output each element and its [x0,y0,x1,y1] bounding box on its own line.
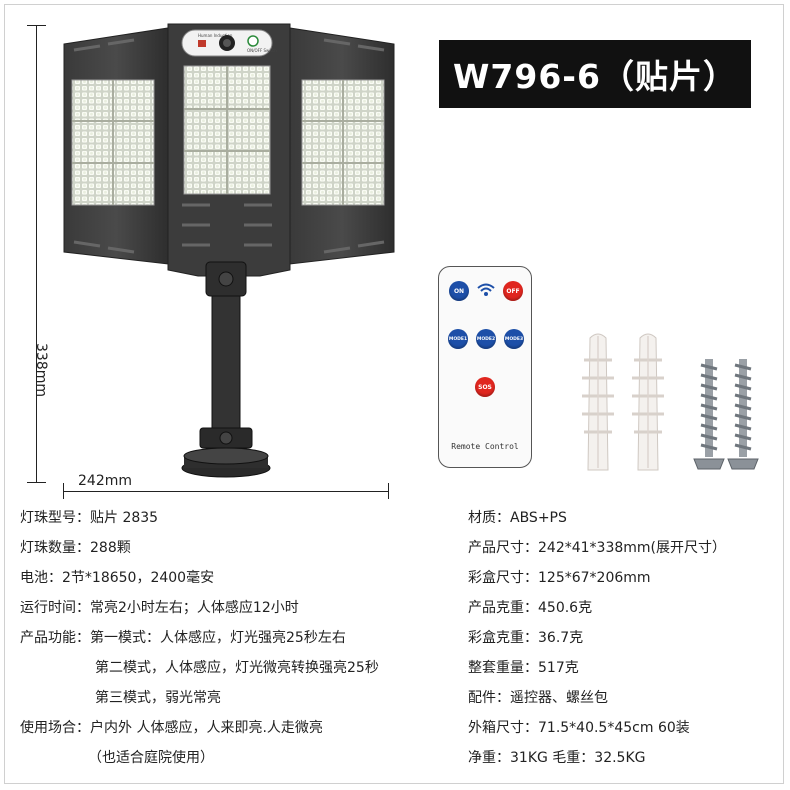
remote-mode1-button[interactable]: MODE1 [448,329,468,349]
height-dimension-tick-bottom [27,482,46,483]
screw-right [727,359,759,470]
solar-lamp-image: Human Induction ON/OFF Switch [63,23,395,478]
height-dimension-tick-top [27,25,46,26]
spec-row: 使用场合：户内外 人体感应，人来即亮.人走微亮 [20,720,323,736]
spec-row: 产品功能：第一模式：人体感应，灯光强亮25秒左右 [20,630,346,646]
left-wing-panel [63,27,169,265]
spec-row: 第三模式，弱光常亮 [95,690,221,706]
height-dimension-label: 338mm [33,343,49,397]
remote-mode3-button[interactable]: MODE3 [504,329,524,349]
spec-row: 电池：2节*18650，2400毫安 [20,570,215,586]
spec-row: 配件：遥控器、螺丝包 [468,690,608,706]
mounting-bracket [181,261,271,478]
model-title: W796-6（贴片） [439,40,751,108]
screw-left [693,359,725,470]
remote-on-button[interactable]: ON [449,281,469,301]
spec-row: 灯珠数量：288颗 [20,540,131,556]
remote-control: ON OFF MODE1 MODE2 MODE3 SOS Remote Cont… [438,266,532,468]
width-dimension-tick-right [388,483,389,499]
spec-row: 灯珠型号：贴片 2835 [20,510,159,526]
spec-row: 产品克重：450.6克 [468,600,593,616]
sensor-label-left: Human Induction [198,33,233,38]
spec-row: 材质：ABS+PS [468,510,567,526]
spec-row: 第二模式，人体感应，灯光微亮转换强亮25秒 [95,660,379,676]
wall-plug-left [582,333,614,471]
spec-row: 彩盒尺寸：125*67*206mm [468,570,651,586]
wall-plug-right [632,333,664,471]
width-dimension-label: 242mm [78,473,132,489]
sensor-label-right: ON/OFF Switch [247,48,277,53]
remote-label: Remote Control [451,442,519,451]
remote-off-button[interactable]: OFF [503,281,523,301]
remote-mode2-button[interactable]: MODE2 [476,329,496,349]
wifi-signal-icon [477,283,495,296]
spec-row: 彩盒克重：36.7克 [468,630,584,646]
width-dimension-line [63,491,389,492]
height-dimension-line [36,25,37,483]
image-frame [4,4,784,784]
spec-row: 整套重量：517克 [468,660,579,676]
remote-sos-button[interactable]: SOS [475,377,495,397]
spec-row: 运行时间：常亮2小时左右；人体感应12小时 [20,600,299,616]
spec-row: 产品尺寸：242*41*338mm(展开尺寸） [468,540,726,556]
wall-plugs-image [582,333,664,471]
spec-row: 净重：31KG 毛重：32.5KG [468,750,646,766]
center-panel: Human Induction ON/OFF Switch [167,23,291,277]
screws-image [693,359,759,470]
spec-row: （也适合庭院使用） [88,750,214,766]
width-dimension-tick-left [63,483,64,499]
spec-row: 外箱尺寸：71.5*40.5*45cm 60装 [468,720,690,736]
right-wing-panel [289,27,395,265]
